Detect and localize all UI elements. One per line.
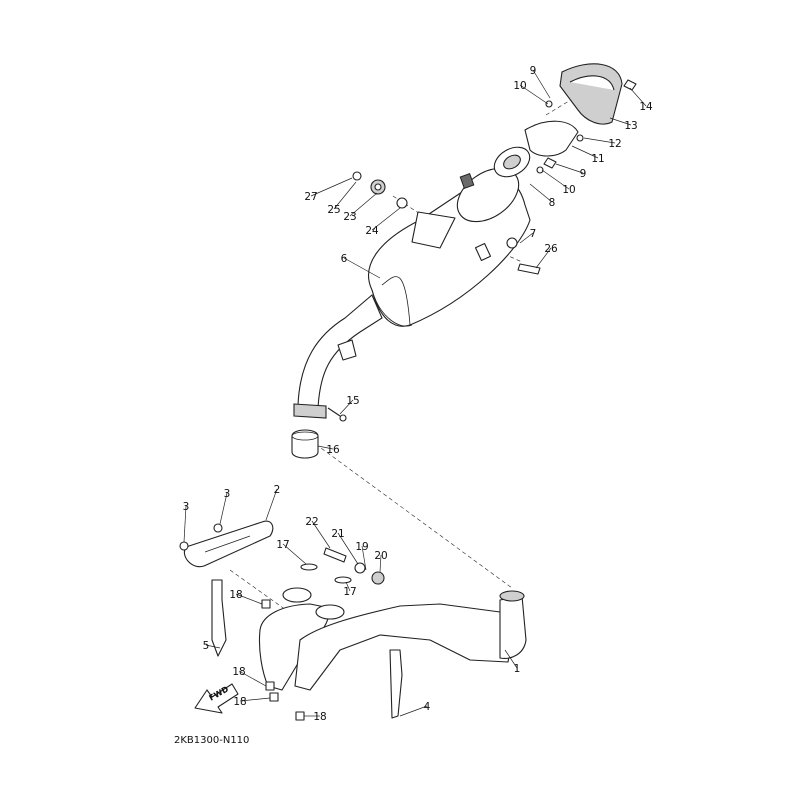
callout-leader-line [238, 670, 267, 687]
callout-leader-line [345, 581, 351, 592]
callout-layer: 1233456789910101112131415161717181818181… [183, 65, 653, 723]
callout-number: 20 [374, 550, 387, 562]
callout-leader-line [571, 145, 599, 159]
callout-number: 23 [343, 211, 356, 223]
callout-leader-line [399, 705, 428, 717]
callout-leader-line [282, 543, 307, 565]
callout-leader-line [349, 192, 378, 217]
callout-leader-line [609, 117, 632, 126]
callout-leader-line [504, 649, 518, 669]
exhaust-pipe [179, 520, 527, 721]
callout-number: 18 [233, 696, 246, 708]
callout-number: 27 [304, 191, 317, 203]
callout-leader-line [583, 137, 616, 144]
callout-number: 11 [591, 153, 604, 165]
callout-leader-line [361, 545, 367, 571]
callout-leader-line [535, 247, 552, 269]
fwd-arrow-icon: FWD [194, 683, 239, 714]
callout-leader-line [311, 520, 331, 549]
callout-leader-line [555, 163, 584, 174]
callout-leader-line [235, 593, 263, 605]
callout-number: 3 [224, 488, 231, 500]
callout-leader-line [337, 532, 359, 565]
callout-number: 13 [624, 120, 637, 132]
callout-leader-line [265, 488, 278, 521]
callout-number: 10 [513, 80, 526, 92]
callout-number: 9 [580, 168, 587, 180]
callout-number: 1 [514, 663, 521, 675]
callout-number: 7 [530, 228, 537, 240]
callout-number: 4 [424, 701, 431, 713]
callout-leader-line [183, 505, 187, 543]
callout-number: 5 [203, 640, 210, 652]
callout-number: 17 [276, 539, 289, 551]
callout-leader-line [529, 183, 553, 203]
callout-leader-line [339, 399, 354, 415]
callout-number: 8 [549, 197, 556, 209]
callout-leader-line [371, 207, 401, 231]
callout-number: 18 [313, 711, 326, 723]
callout-number: 17 [343, 586, 356, 598]
muffler-body [293, 167, 531, 419]
callout-leader-line [519, 84, 549, 105]
callout-number: 19 [355, 541, 368, 553]
callout-number: 12 [608, 138, 621, 150]
callout-number: 22 [305, 516, 318, 528]
callout-leader-line [343, 257, 381, 279]
callout-leader-line [205, 644, 221, 649]
callout-number: 24 [365, 225, 379, 237]
callout-leader-line [239, 697, 271, 702]
callout-number: 9 [530, 65, 537, 77]
drawing-code: 2KB1300-N110 [174, 735, 249, 746]
callout-leader-line [317, 445, 334, 450]
callout-leader-line [629, 87, 647, 107]
callout-leader-line [333, 181, 357, 210]
gasket [291, 429, 319, 459]
callout-number: 25 [327, 204, 340, 216]
callout-number: 14 [639, 101, 653, 113]
callout-number: 15 [346, 395, 359, 407]
callout-leader-line [519, 232, 534, 244]
callout-number: 18 [229, 589, 242, 601]
callout-number: 18 [232, 666, 245, 678]
callout-number: 2 [274, 484, 281, 496]
end-cap-parts [493, 63, 623, 178]
callout-leader-line [541, 169, 570, 190]
callout-number: 21 [331, 528, 344, 540]
callout-number: 16 [326, 444, 340, 456]
callout-number: 6 [341, 253, 348, 265]
callout-leader-line [379, 554, 382, 573]
callout-number: 3 [183, 501, 190, 513]
callout-number: 10 [562, 184, 575, 196]
callout-number: 26 [544, 243, 558, 255]
callout-leader-line [310, 177, 353, 197]
callout-leader-line [532, 69, 551, 99]
callout-leader-line [219, 492, 228, 525]
